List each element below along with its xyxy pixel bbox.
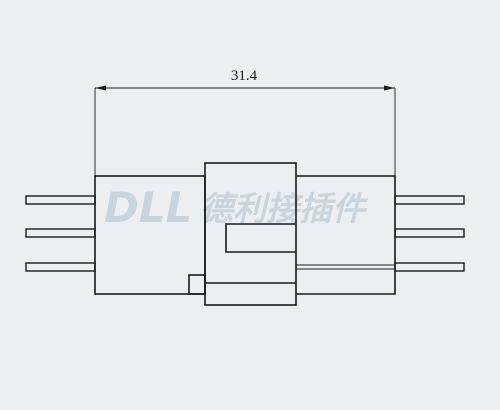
watermark: DLL 德利接插件	[104, 183, 368, 232]
latch-frame	[204, 162, 297, 306]
right-pin-1	[394, 195, 465, 205]
arrowhead-left	[95, 85, 106, 91]
dimension-label: 31.4	[231, 68, 258, 84]
right-housing	[296, 175, 396, 295]
left-pin-2	[25, 228, 96, 238]
latch-window	[225, 223, 296, 253]
right-pin-2	[394, 228, 465, 238]
right-housing-body	[296, 175, 396, 295]
left-pins	[25, 195, 96, 272]
watermark-latin: DLL	[104, 183, 192, 232]
watermark-chinese: 德利接插件	[200, 189, 368, 228]
left-pin-3	[25, 262, 96, 272]
center-latch	[204, 162, 297, 306]
right-pin-3	[394, 262, 465, 272]
dimension-annotation: 31.4	[94, 68, 396, 176]
left-housing-notch	[188, 274, 206, 295]
right-pins	[394, 195, 465, 272]
arrowhead-right	[384, 85, 395, 91]
left-pin-1	[25, 195, 96, 205]
